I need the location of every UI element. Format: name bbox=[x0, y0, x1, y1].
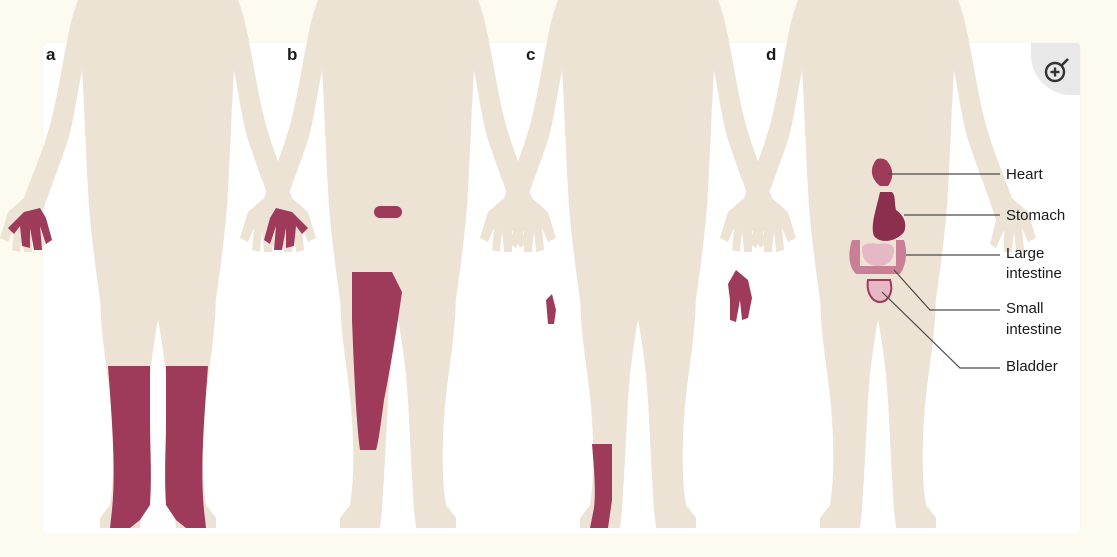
label-heart: Heart bbox=[1006, 166, 1044, 183]
body-silhouette-a bbox=[0, 0, 316, 528]
body-silhouette-c bbox=[480, 0, 796, 528]
zoom-in-icon bbox=[1042, 55, 1072, 85]
panel-letter-c: c bbox=[526, 45, 535, 65]
label-bladder: Bladder bbox=[1006, 358, 1058, 375]
panel-letter-b: b bbox=[287, 45, 297, 65]
label-large-intestine-1: Large bbox=[1006, 245, 1044, 262]
body-silhouette-b bbox=[240, 0, 556, 528]
label-small-intestine-1: Small bbox=[1006, 300, 1044, 317]
label-stomach: Stomach bbox=[1006, 207, 1065, 224]
panel-letter-a: a bbox=[46, 45, 55, 65]
panel-letter-d: d bbox=[766, 45, 776, 65]
label-small-intestine-2: intestine bbox=[1006, 321, 1062, 338]
label-large-intestine-2: intestine bbox=[1006, 265, 1062, 282]
